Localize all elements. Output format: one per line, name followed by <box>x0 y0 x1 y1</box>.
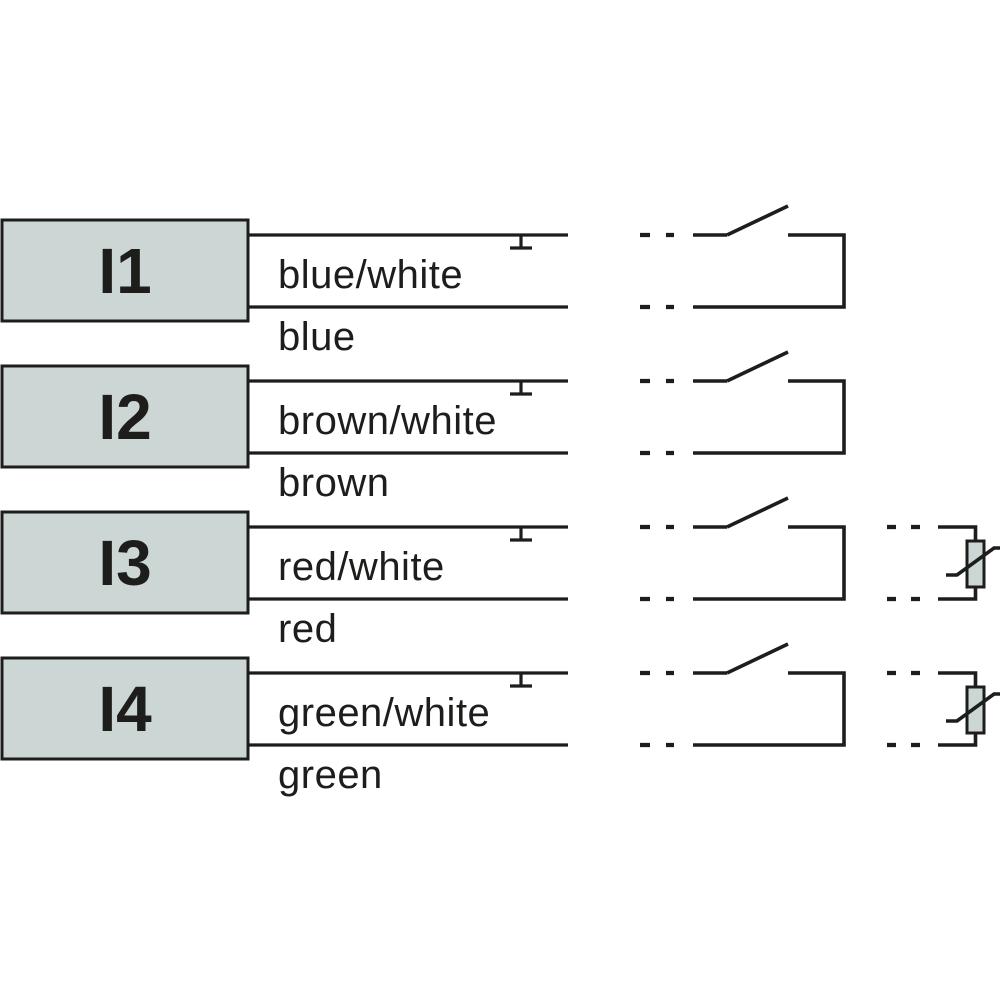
thermistor-body <box>965 539 986 589</box>
wire-label-bottom: brown <box>278 461 389 505</box>
wire-break-dashes <box>887 524 920 602</box>
input-box-label: I1 <box>98 235 151 307</box>
input-box-i2 <box>0 364 250 469</box>
shield-terminal-icon <box>510 235 532 250</box>
thermistor-stroke <box>946 546 1000 577</box>
thermistor-icon <box>938 671 1000 747</box>
input-box-i4 <box>0 656 250 761</box>
wire-label-top: red/white <box>278 545 445 589</box>
thermistor-body <box>965 685 986 735</box>
switch-blade <box>726 204 789 237</box>
wire-label-bottom: red <box>278 607 337 651</box>
thermistor-icon <box>938 525 1000 601</box>
wire-label-top: blue/white <box>278 253 463 297</box>
switch-blade <box>726 496 789 529</box>
input-box-i3 <box>0 510 250 615</box>
input-row-i1: I1 blue/white blue <box>0 204 846 359</box>
normally-open-switch-icon <box>693 350 846 455</box>
wire-break-dashes <box>640 524 674 602</box>
input-row-i2: I2 brown/white brown <box>0 350 846 505</box>
input-box-label: I4 <box>98 673 152 745</box>
shield-terminal-icon <box>510 527 532 542</box>
switch-blade <box>726 350 789 383</box>
wire-break-dashes <box>640 670 674 748</box>
input-box-label: I2 <box>98 381 151 453</box>
normally-open-switch-icon <box>693 496 846 601</box>
normally-open-switch-icon <box>693 642 846 747</box>
wire-break-dashes <box>887 670 920 748</box>
shield-terminal-icon <box>510 381 532 396</box>
shield-terminal-icon <box>510 673 532 688</box>
wire-label-bottom: blue <box>278 315 356 359</box>
input-row-i3: I3 red/white red <box>0 496 1000 651</box>
wire-break-dashes <box>640 232 674 310</box>
normally-open-switch-icon <box>693 204 846 309</box>
wire-label-top: green/white <box>278 691 490 735</box>
input-box-i1 <box>0 218 250 323</box>
input-row-i4: I4 green/white green <box>0 642 1000 797</box>
switch-blade <box>726 642 789 675</box>
wire-break-dashes <box>640 378 674 456</box>
thermistor-stroke <box>946 692 1000 723</box>
wire-label-bottom: green <box>278 753 383 797</box>
wire-label-top: brown/white <box>278 399 497 443</box>
input-box-label: I3 <box>98 527 151 599</box>
